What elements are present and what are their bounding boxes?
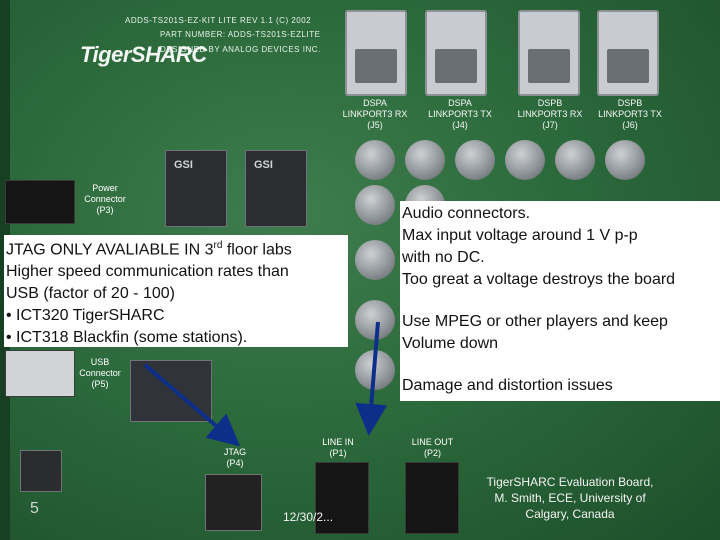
j5-label: DSPA LINKPORT3 RX (J5) — [342, 98, 408, 130]
audio-note-line5: Use MPEG or other players and keep — [402, 313, 668, 330]
line-out-label: LINE OUT (P2) — [411, 437, 454, 458]
audio-note-line4: Too great a voltage destroys the board — [402, 271, 676, 288]
jtag-note-line1: JTAG ONLY AVALIABLE IN 3rd floor labs — [6, 240, 292, 259]
line-out-jack — [405, 462, 459, 534]
jtag-note-bullet1: • ICT320 TigerSHARC — [6, 307, 165, 325]
jtag-header — [205, 474, 262, 531]
slide-number: 5 — [30, 500, 39, 517]
line-in-arrow — [355, 321, 388, 436]
part-number-text: PART NUMBER: ADDS-TS201S-EZLITE — [160, 30, 321, 39]
tigersharc-logo: TigerSHARC — [80, 42, 207, 67]
jtag-note-line2: Higher speed communication rates than — [6, 263, 289, 281]
linkport-j7-jack — [518, 10, 580, 96]
line-in-jack — [315, 462, 369, 534]
usb-connector-label: USB Connector (P5) — [79, 357, 121, 389]
audio-note-line3: with no DC. — [402, 249, 485, 266]
audio-note-box: Audio connectors. Max input voltage arou… — [400, 201, 720, 401]
power-connector-label: Power Connector (P3) — [84, 183, 126, 215]
designed-by-text: DESIGNED BY ANALOG DEVICES INC. — [160, 45, 321, 54]
jtag-note-bullet2: • ICT318 Blackfin (some stations). — [6, 329, 248, 347]
board-header-text: ADDS-TS201S-EZ-KIT LITE REV 1.1 (C) 2002 — [125, 16, 312, 25]
power-connector — [5, 180, 75, 224]
usb-connector — [5, 350, 75, 397]
jtag-note-line3: USB (factor of 20 - 100) — [6, 285, 175, 303]
audio-note-line1: Audio connectors. — [402, 205, 531, 222]
j7-label: DSPB LINKPORT3 RX (J7) — [517, 98, 583, 130]
line-in-label: LINE IN (P1) — [322, 437, 354, 458]
chip-label: GSI — [174, 159, 193, 171]
j6-label: DSPB LINKPORT3 TX (J6) — [598, 98, 662, 130]
j4-label: DSPA LINKPORT3 TX (J4) — [428, 98, 492, 130]
chip-label: GSI — [254, 159, 273, 171]
jtag-label: JTAG (P4) — [223, 447, 247, 468]
audio-note-line7: Damage and distortion issues — [402, 377, 613, 394]
memory-chip-2: GSI — [245, 150, 307, 227]
memory-chip-1: GSI — [165, 150, 227, 227]
linkport-j4-jack — [425, 10, 487, 96]
linkport-j6-jack — [597, 10, 659, 96]
small-chip — [20, 450, 62, 492]
slide-credit: TigerSHARC Evaluation Board, M. Smith, E… — [486, 475, 654, 521]
slide-date: 12/30/2... — [283, 510, 334, 524]
dsp-chip — [130, 360, 212, 422]
jtag-arrow — [143, 363, 241, 447]
linkport-j5-jack — [345, 10, 407, 96]
jtag-note-box: JTAG ONLY AVALIABLE IN 3rd floor labs Hi… — [4, 235, 348, 347]
audio-note-line2: Max input voltage around 1 V p-p — [402, 227, 638, 244]
audio-note-line6: Volume down — [402, 335, 499, 352]
